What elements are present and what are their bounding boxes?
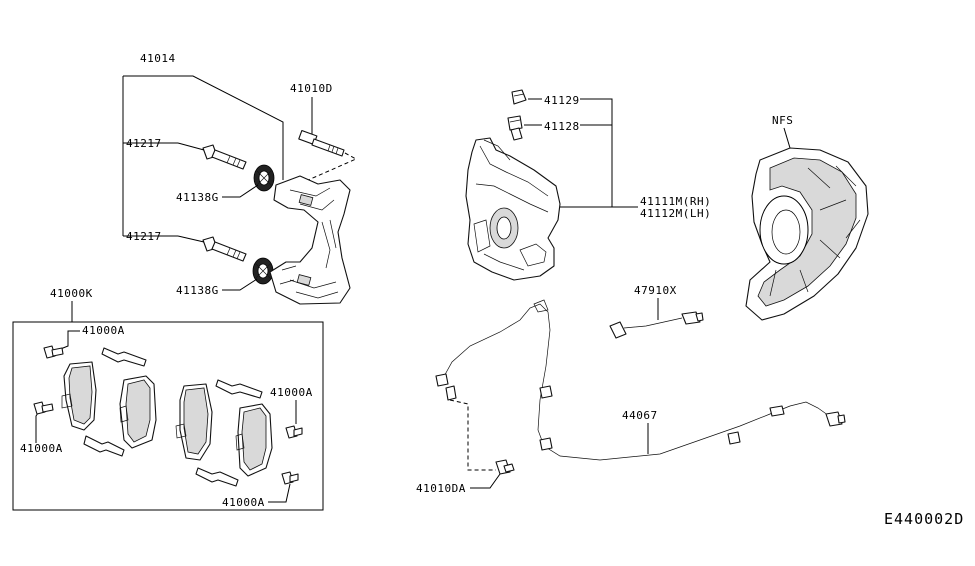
harness-group: 44067 41010DA [416, 299, 846, 495]
wear-sensor-group: 47910X [609, 284, 704, 339]
dashed-link-41010DA [449, 399, 496, 471]
leader-NFS [783, 127, 791, 149]
leader-41000A-1 [57, 330, 80, 351]
label-41128: 41128 [544, 120, 580, 133]
leader-41217-pin-top [177, 142, 205, 151]
pad-clip-1 [101, 347, 147, 367]
caliper-support-bracket [269, 175, 351, 305]
wiring-harness-44067 [435, 299, 846, 461]
brake-pad-1 [61, 361, 97, 431]
leader-41010DA [470, 473, 501, 489]
leader-41000A-4 [268, 483, 291, 503]
bolt-41010D [289, 129, 358, 189]
bleeder-screw-41128 [507, 115, 523, 141]
label-41014: 41014 [140, 52, 176, 65]
label-41129: 41129 [544, 94, 580, 107]
label-41112M: 41112M(LH) [640, 207, 711, 220]
brake-pad-kit-group: 41000K 41000A 41000A 41000A 41000A [12, 287, 324, 511]
label-41111M: 41111M(RH) [640, 195, 711, 208]
dust-shield-group: NFS [745, 114, 869, 321]
label-41010DA: 41010DA [416, 482, 466, 495]
boot-41138G-bottom [252, 257, 274, 285]
guide-pin-41217-bottom [202, 236, 247, 262]
label-41000A-1: 41000A [82, 324, 125, 337]
bolt-41010DA [495, 459, 515, 475]
pad-clip-2 [83, 435, 125, 457]
label-41217-bottom: 41217 [126, 230, 162, 243]
caliper-body-group: 41129 41128 41111M(RH) 41112M(LH) [465, 89, 711, 281]
pad-kit-box [12, 321, 324, 511]
bleeder-cap-41129 [511, 89, 527, 105]
pad-clip-4 [195, 467, 239, 487]
brake-pad-3 [175, 383, 213, 461]
brake-dust-shield [745, 147, 869, 321]
bolt-41000A-4 [281, 471, 299, 485]
label-47910X: 47910X [634, 284, 677, 297]
label-41138G-top: 41138G [176, 191, 219, 204]
brake-pad-4 [235, 403, 273, 477]
brake-caliper-41111M [465, 137, 561, 281]
label-41010D: 41010D [290, 82, 333, 95]
diagram-code: E440002D [884, 510, 964, 528]
bolt-41000A-2 [285, 425, 303, 439]
caliper-bracket-group: 41014 41217 41217 41010D 41138G [122, 52, 358, 305]
leader-41138G-bottom [222, 278, 258, 291]
guide-pin-41217-top [202, 144, 247, 170]
brake-pad-2 [119, 375, 157, 449]
label-41000A-4: 41000A [222, 496, 265, 509]
leader-41138G-top [222, 184, 259, 198]
label-44067: 44067 [622, 409, 658, 422]
boot-41138G-top [253, 164, 275, 192]
leader-caliper-bracket [556, 98, 613, 208]
leader-41014 [122, 75, 284, 236]
label-NFS: NFS [772, 114, 793, 127]
leader-41000A-3 [35, 409, 41, 443]
bolt-41000A-3 [33, 401, 54, 415]
label-41000A-3: 41000A [20, 442, 63, 455]
label-41138G-bottom: 41138G [176, 284, 219, 297]
bolt-41000A-1 [43, 345, 64, 359]
label-41000K: 41000K [50, 287, 93, 300]
abs-sensor-47910X [609, 311, 704, 339]
label-41217-top: 41217 [126, 137, 162, 150]
label-41000A-2: 41000A [270, 386, 313, 399]
pad-clip-3 [215, 379, 263, 399]
leader-41217-pin-bottom [177, 235, 205, 243]
